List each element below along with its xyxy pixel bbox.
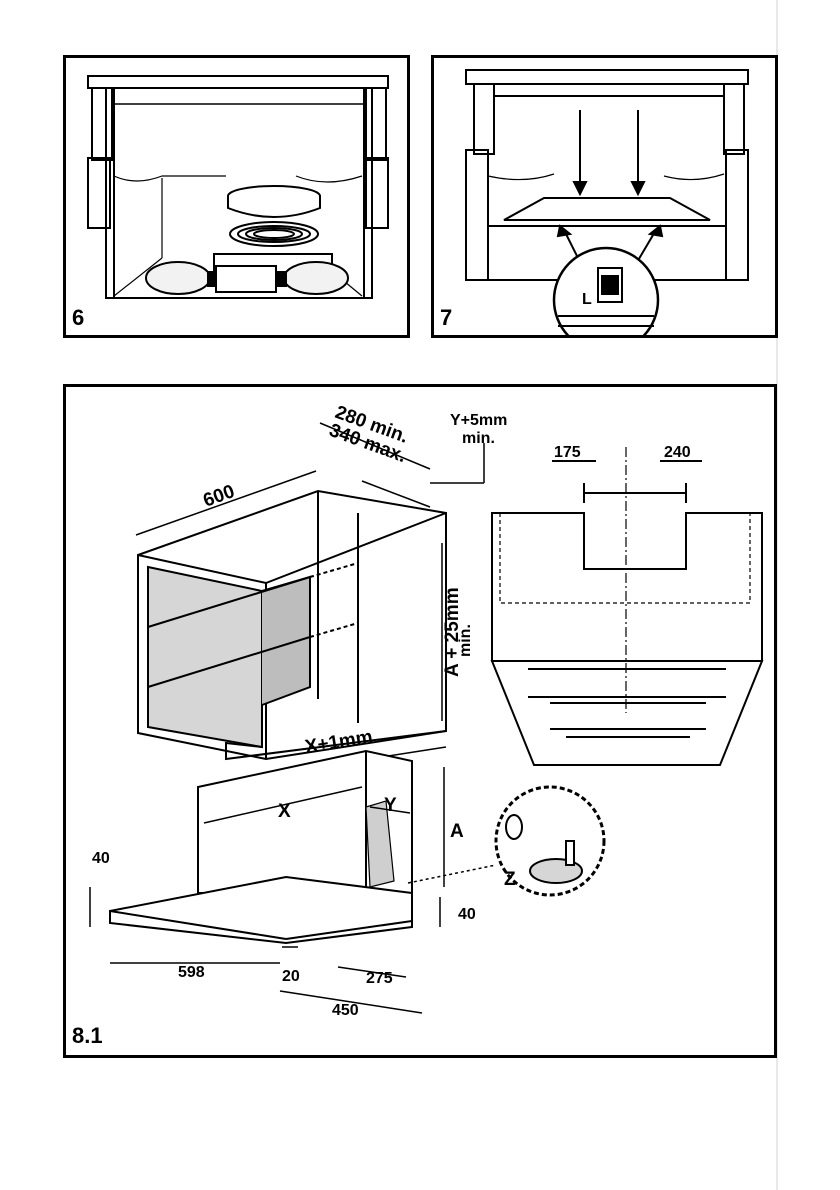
figure-7-detail-label: L <box>582 291 592 308</box>
width-598-dimension: 598 <box>178 964 205 981</box>
cabinet-width-dimension: 600 <box>201 481 238 512</box>
page-edge-line <box>776 0 778 1190</box>
figure-7-panel: L 7 <box>431 55 778 338</box>
height-clearance-dimension: A + 25mm <box>442 587 463 677</box>
right-height-40-dimension: 40 <box>458 906 476 923</box>
a-dimension: A <box>450 821 464 842</box>
left-height-40-dimension: 40 <box>92 850 110 867</box>
figure-6-label: 6 <box>72 305 85 330</box>
figure-8-1-label: 8.1 <box>72 1023 103 1048</box>
wall-cabinet <box>137 489 447 761</box>
width-450-dimension: 450 <box>332 1002 359 1019</box>
figure-7-drawing: L <box>465 69 749 335</box>
offset-right-dimension: 240 <box>664 444 691 461</box>
detail-z-label: Z <box>504 869 516 890</box>
y-clearance-label: Y+5mm <box>450 412 507 429</box>
cooker-hood-body <box>109 749 413 945</box>
width-275-dimension: 275 <box>366 970 393 987</box>
figure-6-panel: 6 <box>63 55 410 338</box>
x-dimension: X <box>278 801 291 822</box>
width-20-dimension: 20 <box>282 968 300 985</box>
offset-left-dimension: 175 <box>554 444 581 461</box>
figure-8-1-panel: 600 280 min. 340 max. Y+5mm min. A + 25m… <box>63 384 777 1058</box>
front-view-hood <box>490 447 764 766</box>
y-dimension: Y <box>384 795 397 816</box>
height-clearance-min-label: min. <box>457 624 474 657</box>
y-clearance-min-label: min. <box>462 430 495 447</box>
detail-circle-z <box>494 785 606 897</box>
figure-8-1-drawing: 600 280 min. 340 max. Y+5mm min. A + 25m… <box>89 402 764 1019</box>
figure-6-drawing <box>87 75 389 299</box>
figure-7-label: 7 <box>440 305 453 330</box>
